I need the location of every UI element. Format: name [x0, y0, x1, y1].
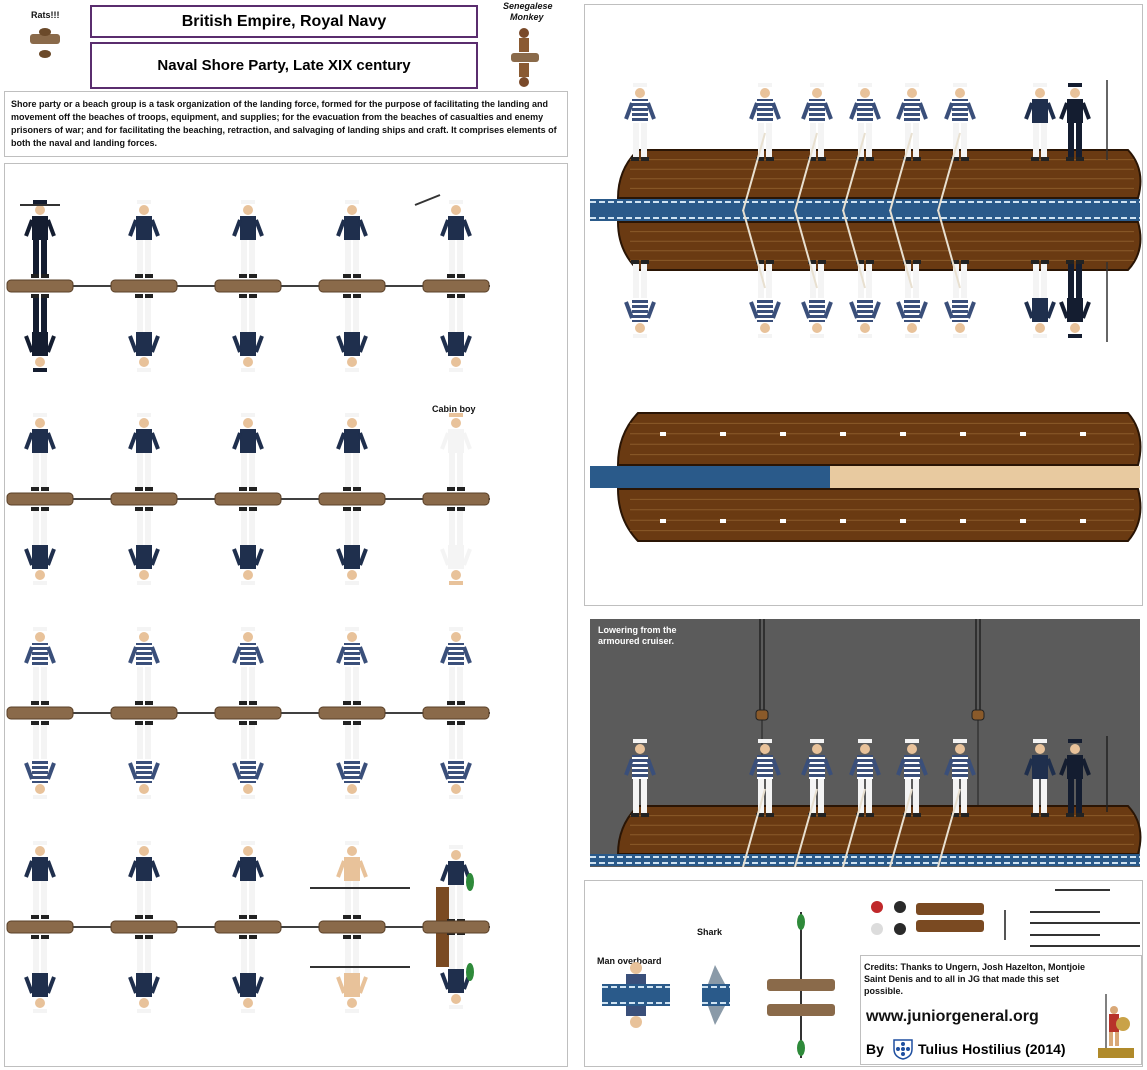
logo-figure	[1098, 994, 1134, 1058]
boat-hull	[616, 221, 1142, 271]
water	[702, 984, 730, 1006]
figure-token	[422, 200, 490, 372]
water	[590, 199, 1140, 221]
figures-panel	[4, 163, 568, 1067]
water	[602, 984, 670, 1006]
by-label: By	[866, 1041, 884, 1057]
page-title: British Empire, Royal Navy	[181, 12, 387, 30]
figure-token	[214, 413, 282, 585]
lowering-label: Lowering from the armoured cruiser.	[598, 625, 677, 646]
description-panel: Shore party or a beach group is a task o…	[4, 91, 568, 157]
rat-token	[30, 28, 60, 58]
figure-token	[422, 845, 490, 1009]
extras	[602, 889, 1140, 1058]
figure-token	[110, 413, 178, 585]
shark-label: Shark	[697, 927, 723, 937]
title-box: British Empire, Royal Navy	[90, 5, 478, 38]
figure-sheet	[6, 194, 490, 1013]
boat-hull	[616, 149, 1142, 199]
rowing-boat	[590, 80, 1142, 342]
figure-token	[422, 627, 490, 799]
weapon	[414, 194, 441, 206]
figure-token	[214, 200, 282, 372]
rats-label: Rats!!!	[31, 10, 60, 20]
man-overboard-label: Man overboard	[597, 956, 662, 966]
lowering-boat	[590, 619, 1142, 868]
figure-token	[318, 200, 386, 372]
figure-token	[6, 413, 74, 585]
boat-hull	[616, 488, 1142, 542]
figure-token	[318, 413, 386, 585]
author-name: Tulius Hostilius (2014)	[918, 1041, 1066, 1057]
subtitle-box: Naval Shore Party, Late XIX century	[90, 42, 478, 89]
shield-icon	[893, 1039, 913, 1060]
cabin-boy-label: Cabin boy	[432, 404, 476, 414]
boat-hull	[616, 412, 1142, 466]
credits-text: Credits: Thanks to Ungern, Josh Hazelton…	[864, 962, 1086, 996]
figure-row	[6, 413, 490, 585]
figure-token	[318, 627, 386, 799]
figure-row	[6, 200, 490, 372]
monkey-label-2: Monkey	[510, 12, 544, 22]
figure-token	[214, 627, 282, 799]
empty-boat	[590, 412, 1142, 542]
page-subtitle: Naval Shore Party, Late XIX century	[157, 57, 411, 74]
figure-token	[318, 841, 386, 1013]
monkey-label-1: Senegalese	[503, 1, 553, 11]
figure-token	[6, 841, 74, 1013]
description-text: Shore party or a beach group is a task o…	[11, 99, 557, 148]
monkey-token	[511, 28, 539, 87]
figure-token	[110, 627, 178, 799]
figure-token	[110, 841, 178, 1013]
figure-token	[6, 627, 74, 799]
website-link[interactable]: www.juniorgeneral.org	[866, 1008, 1039, 1025]
figure-row	[6, 841, 490, 1013]
figure-token	[422, 413, 490, 585]
shark-fin	[708, 965, 725, 984]
figure-token	[214, 841, 282, 1013]
figure-token	[110, 200, 178, 372]
figure-row	[6, 627, 490, 799]
figure-token	[6, 200, 74, 372]
